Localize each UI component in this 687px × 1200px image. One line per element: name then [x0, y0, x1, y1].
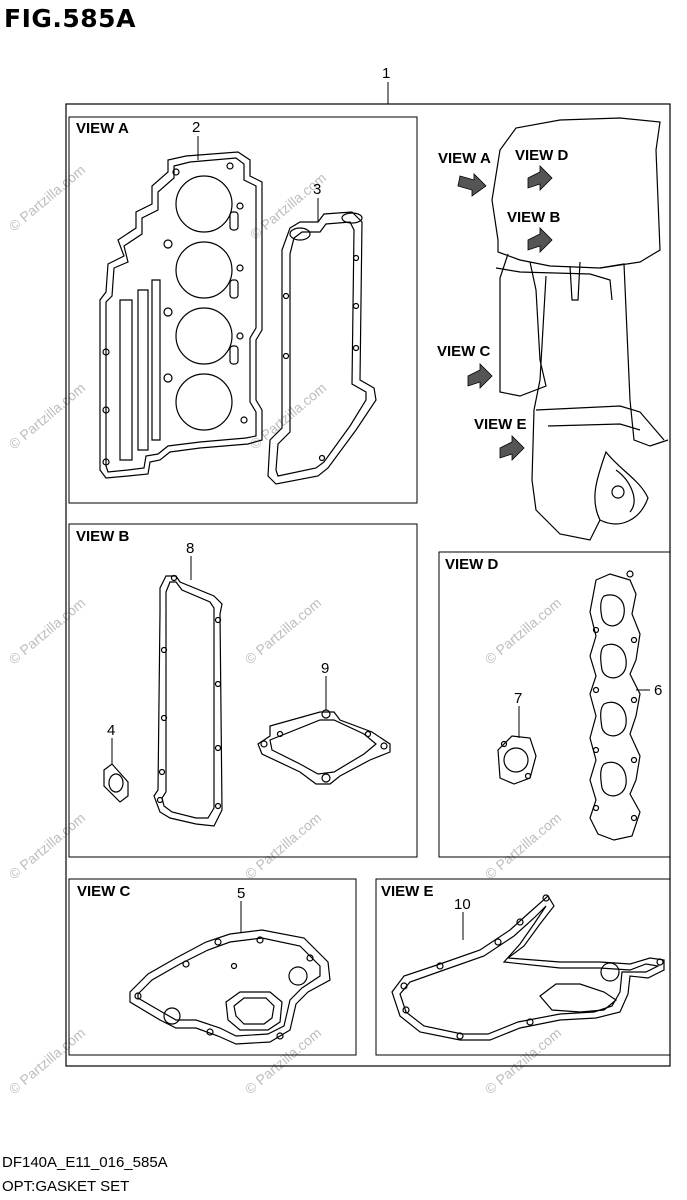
view-e-label: VIEW E [381, 883, 434, 900]
callout-8: 8 [186, 540, 194, 557]
watermark: © Partzilla.com [482, 594, 565, 667]
engine-label-view-d: VIEW D [515, 147, 569, 164]
watermark: © Partzilla.com [482, 1024, 565, 1097]
watermark: © Partzilla.com [6, 594, 89, 667]
model-code: DF140A_E11_016_585A [2, 1154, 168, 1171]
callout-2: 2 [192, 119, 200, 136]
arrow-view-d [527, 165, 553, 191]
engine-label-view-a: VIEW A [438, 150, 491, 167]
view-e-panel [375, 878, 671, 1056]
watermark: © Partzilla.com [6, 1024, 89, 1097]
watermark: © Partzilla.com [6, 379, 89, 452]
view-b-panel [68, 523, 418, 858]
arrow-view-b [527, 227, 553, 253]
view-a-label: VIEW A [76, 120, 129, 137]
watermark: © Partzilla.com [6, 161, 89, 234]
callout-3: 3 [313, 181, 321, 198]
watermark: © Partzilla.com [6, 809, 89, 882]
gasket-5 [129, 929, 331, 1045]
callout-10: 10 [454, 896, 471, 913]
arrow-view-c [467, 363, 493, 389]
figure-caption: OPT:GASKET SET [2, 1178, 130, 1195]
gasket-7 [497, 735, 537, 785]
view-a-panel [68, 116, 418, 504]
outboard-engine [491, 117, 669, 541]
gasket-9 [257, 709, 391, 785]
watermark: © Partzilla.com [482, 809, 565, 882]
gasket-6 [589, 570, 641, 841]
arrow-view-a [457, 173, 487, 197]
arrow-view-e [499, 435, 525, 461]
view-b-label: VIEW B [76, 528, 130, 545]
callout-5: 5 [237, 885, 245, 902]
view-arrows [457, 165, 553, 461]
gasket-4 [103, 763, 129, 803]
callout-7: 7 [514, 690, 522, 707]
head-gasket [99, 151, 263, 479]
engine-label-view-e: VIEW E [474, 416, 527, 433]
watermark: © Partzilla.com [242, 809, 325, 882]
callout-4: 4 [107, 722, 115, 739]
watermark: © Partzilla.com [242, 594, 325, 667]
figure-title: FIG.585A [4, 4, 136, 33]
view-d-panel [438, 551, 671, 858]
view-c-panel [68, 878, 357, 1056]
view-c-label: VIEW C [77, 883, 131, 900]
callout-1: 1 [382, 65, 390, 82]
cover-gasket [267, 211, 377, 485]
engine-label-view-c: VIEW C [437, 343, 491, 360]
kit-frame [65, 103, 671, 1067]
gasket-10 [391, 894, 665, 1041]
callout-6: 6 [654, 682, 662, 699]
callout-9: 9 [321, 660, 329, 677]
view-d-label: VIEW D [445, 556, 499, 573]
engine-label-view-b: VIEW B [507, 209, 561, 226]
gasket-8 [153, 574, 223, 827]
